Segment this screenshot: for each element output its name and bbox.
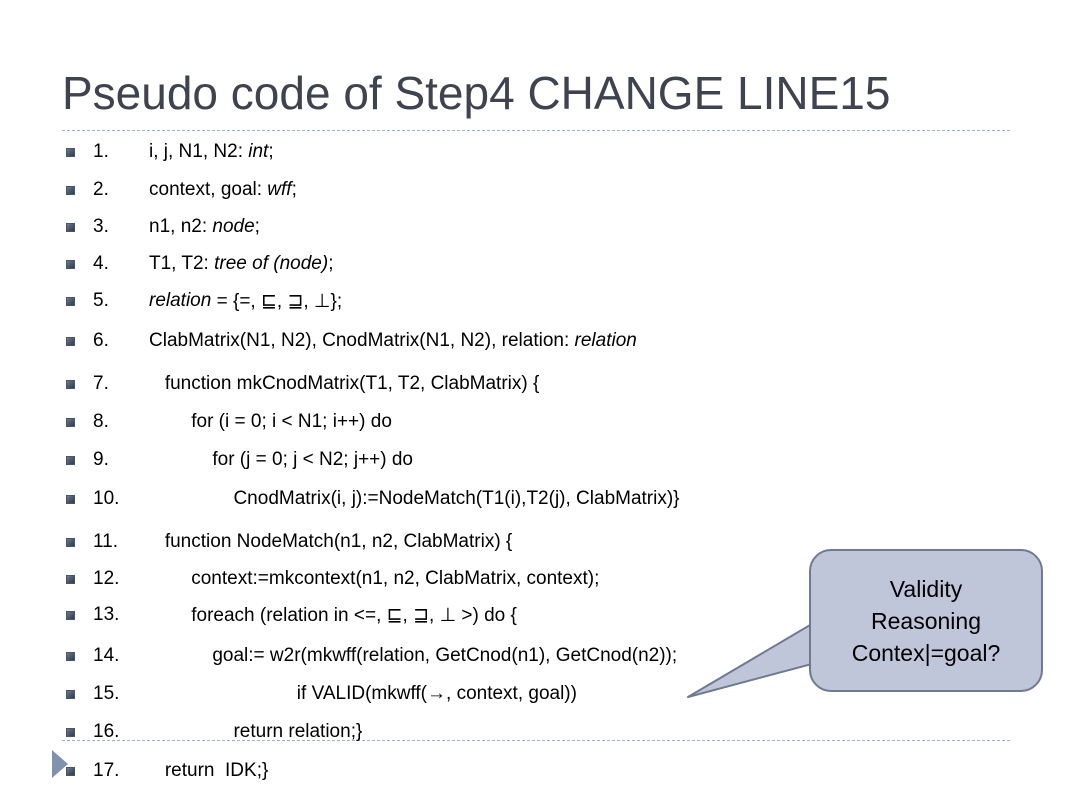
line-number: 15.	[93, 683, 120, 704]
line-tail: ;	[268, 141, 274, 162]
square-bullet-icon	[66, 147, 75, 157]
line-code: if VALID(mkwff(→, context, goal))	[149, 683, 577, 704]
line-number: 3.	[93, 216, 109, 237]
square-bullet-icon	[66, 537, 75, 547]
square-bullet-icon	[66, 222, 75, 232]
line-number: 17.	[93, 760, 120, 781]
code-line: 8. for (i = 0; i < N1; i++) do	[66, 407, 392, 437]
line-tail: ;	[291, 179, 297, 200]
callout-line-1: Validity	[889, 575, 963, 602]
line-number: 9.	[93, 449, 109, 470]
square-bullet-icon	[66, 259, 75, 269]
callout-line-3: Contex|=goal?	[851, 639, 1001, 666]
line-number: 12.	[93, 568, 120, 589]
line-type: relation	[149, 290, 212, 311]
line-code: for (j = 0; j < N2; j++) do	[149, 449, 413, 470]
line-type: tree of (node)	[214, 253, 329, 274]
square-bullet-icon	[66, 727, 75, 737]
line-number: 6.	[93, 330, 109, 351]
line-number: 5.	[93, 290, 109, 311]
code-line: 10. CnodMatrix(i, j):=NodeMatch(T1(i),T2…	[66, 484, 680, 514]
code-line: 2. context, goal: wff;	[66, 175, 297, 205]
line-number: 10.	[93, 488, 120, 509]
line-tail: ;	[254, 216, 260, 237]
line-type: relation	[574, 330, 637, 351]
code-line: 5. relation = {=, ⊑, ⊒, ⊥};	[66, 286, 342, 316]
line-type: wff	[267, 179, 292, 200]
square-bullet-icon	[66, 651, 75, 661]
line-number: 4.	[93, 253, 109, 274]
square-bullet-icon	[66, 689, 75, 699]
line-code: T1, T2:	[149, 253, 215, 274]
slide-title: Pseudo code of Step4 CHANGE LINE15	[62, 67, 891, 119]
square-bullet-icon	[66, 379, 75, 389]
code-line: 1. i, j, N1, N2: int;	[66, 137, 274, 167]
code-line: 16. return relation;}	[66, 717, 362, 747]
line-code: i, j, N1, N2:	[149, 141, 249, 162]
square-bullet-icon	[66, 494, 75, 504]
square-bullet-icon	[66, 455, 75, 465]
square-bullet-icon	[66, 296, 75, 306]
line-number: 8.	[93, 411, 109, 432]
code-line: 11. function NodeMatch(n1, n2, ClabMatri…	[66, 527, 512, 557]
square-bullet-icon	[66, 185, 75, 195]
line-code: goal:= w2r(mkwff(relation, GetCnod(n1), …	[149, 645, 678, 666]
code-line: 12. context:=mkcontext(n1, n2, ClabMatri…	[66, 564, 599, 594]
code-line: 13. foreach (relation in <=, ⊑, ⊒, ⊥ >) …	[66, 600, 517, 630]
line-number: 1.	[93, 141, 109, 162]
line-number: 16.	[93, 721, 120, 742]
line-code: n1, n2:	[149, 216, 213, 237]
code-line: 4. T1, T2: tree of (node);	[66, 249, 333, 279]
line-number: 11.	[93, 531, 119, 552]
line-type: int	[248, 141, 269, 162]
line-type: node	[212, 216, 255, 237]
line-code: function mkCnodMatrix(T1, T2, ClabMatrix…	[149, 373, 540, 394]
code-line: 6. ClabMatrix(N1, N2), CnodMatrix(N1, N2)…	[66, 326, 637, 356]
line-code: context:=mkcontext(n1, n2, ClabMatrix, c…	[149, 568, 600, 589]
line-code: for (i = 0; i < N1; i++) do	[149, 411, 392, 432]
square-bullet-icon	[66, 417, 75, 427]
line-tail: = {=, ⊑, ⊒, ⊥};	[211, 290, 343, 312]
line-code: CnodMatrix(i, j):=NodeMatch(T1(i),T2(j),…	[149, 488, 680, 509]
line-number: 2.	[93, 179, 109, 200]
code-line: 17. return IDK;}	[66, 756, 268, 786]
line-code: function NodeMatch(n1, n2, ClabMatrix) {	[149, 531, 513, 552]
line-tail: ;	[328, 253, 334, 274]
footer-divider	[62, 740, 1010, 741]
line-code: return relation;}	[149, 721, 363, 742]
line-code: context, goal:	[149, 179, 268, 200]
line-number: 14.	[93, 645, 120, 666]
line-code: foreach (relation in <=, ⊑, ⊒, ⊥ >) do {	[149, 604, 517, 626]
code-line: 9. for (j = 0; j < N2; j++) do	[66, 445, 413, 475]
square-bullet-icon	[66, 610, 75, 620]
code-line: 7. function mkCnodMatrix(T1, T2, ClabMat…	[66, 369, 539, 399]
line-number: 13.	[93, 604, 120, 625]
title-divider	[62, 130, 1010, 131]
code-line: 3. n1, n2: node;	[66, 212, 260, 242]
callout-line-2: Reasoning	[871, 607, 981, 634]
play-arrow-icon[interactable]	[52, 750, 68, 778]
code-line: 14. goal:= w2r(mkwff(relation, GetCnod(n…	[66, 641, 677, 671]
callout-box: Validity Reasoning Contex|=goal?	[809, 549, 1043, 692]
code-line: 15. if VALID(mkwff(→, context, goal))	[66, 679, 577, 709]
square-bullet-icon	[66, 336, 75, 346]
line-number: 7.	[93, 373, 109, 394]
line-code: return IDK;}	[149, 760, 269, 781]
square-bullet-icon	[66, 574, 75, 584]
line-code: ClabMatrix(N1, N2), CnodMatrix(N1, N2), …	[149, 330, 575, 351]
